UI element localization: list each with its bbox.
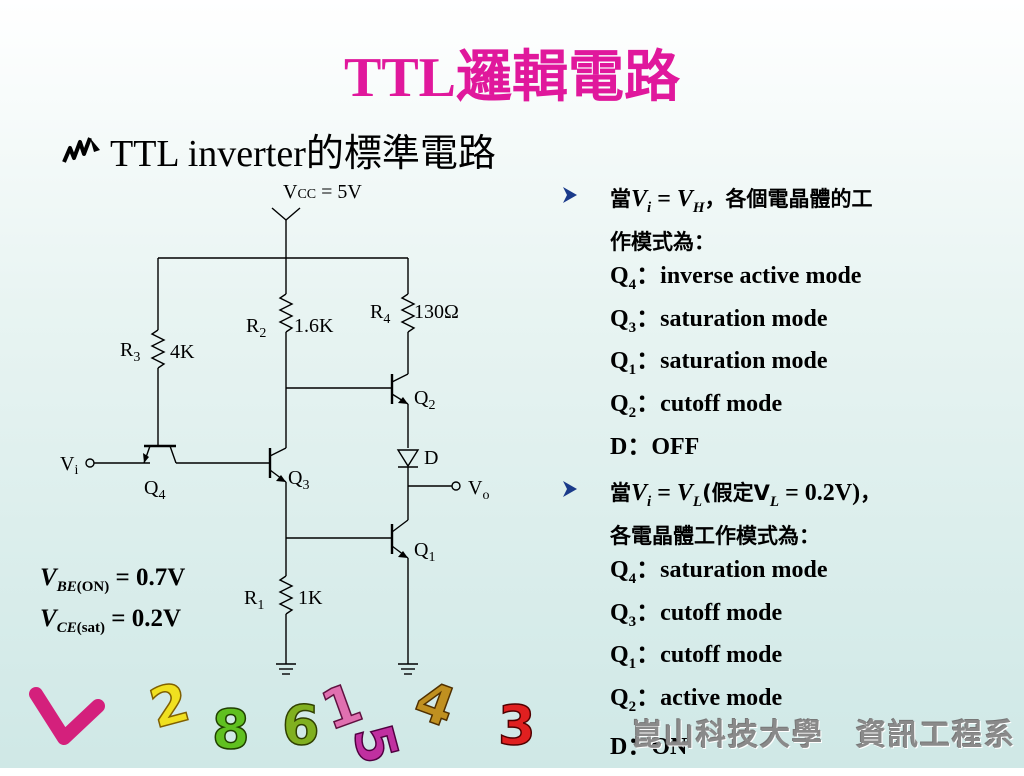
q4-collector xyxy=(169,445,177,464)
decor-digit: 4 xyxy=(407,668,464,740)
vcc-terminal-right xyxy=(285,207,301,221)
r3-label: R3 xyxy=(120,339,140,365)
mode-item: Q1：saturation mode xyxy=(610,348,828,379)
r2-label: R2 xyxy=(246,315,266,341)
q3-emitter-arrow xyxy=(276,475,286,482)
hand-pen-bullet-icon xyxy=(60,132,106,168)
decor-digit: 2 xyxy=(143,670,196,741)
case-high-input: 當Vi = VH，各個電晶體的工 作模式為： Q4：inverse active… xyxy=(562,182,1017,464)
r3-resistor xyxy=(150,329,166,369)
footer-institution: 崑山科技大學 資訊工程系 xyxy=(632,718,1016,753)
r3-value: 4K xyxy=(170,341,195,363)
vi-terminal xyxy=(85,458,95,468)
r4-resistor xyxy=(400,293,416,333)
case-low-condition: 當Vi = VL(假定VL = 0.2V)， xyxy=(610,479,882,510)
subtitle-text: TTL inverter的標準電路 xyxy=(110,133,496,175)
mode-item: D：ON xyxy=(610,733,688,760)
vo-label: Vo xyxy=(468,477,489,503)
mode-item: Q1：cutoff mode xyxy=(610,642,783,673)
diode-body xyxy=(396,449,420,468)
vo-terminal xyxy=(451,481,461,491)
case-high-condition: 當Vi = VH，各個電晶體的工 xyxy=(610,186,873,216)
q3-collector xyxy=(269,447,287,457)
case-low-input: 當Vi = VL(假定VL = 0.2V)， 各電晶體工作模式為： Q4：sat… xyxy=(562,476,1017,764)
vi-label: Vi xyxy=(60,453,78,478)
vbe-param: VBE(ON) = 0.7V xyxy=(40,564,186,595)
decor-digit: 6 xyxy=(282,694,320,757)
q1-label: Q1 xyxy=(414,539,435,565)
r1-value: 1K xyxy=(298,587,323,609)
mode-item: Q4：inverse active mode xyxy=(610,262,862,293)
vcc-terminal-left xyxy=(271,207,287,221)
page-title: TTL邏輯電路 xyxy=(343,47,681,109)
q4-emitter-arrow xyxy=(143,453,149,463)
decor-digit: 8 xyxy=(212,698,250,761)
r1-label: R1 xyxy=(244,587,264,613)
mode-item: D：OFF xyxy=(610,433,700,460)
r2-resistor xyxy=(278,293,294,333)
r4-value: 130Ω xyxy=(414,301,459,323)
mode-item: Q2：active mode xyxy=(610,685,783,715)
arrow-bullet-icon xyxy=(562,182,582,464)
r2-value: 1.6K xyxy=(294,315,334,337)
q2-collector xyxy=(391,373,409,383)
decor-digit: 3 xyxy=(498,694,536,757)
q1-emitter-arrow xyxy=(398,551,408,558)
checkmark-icon xyxy=(29,687,105,745)
q1-collector xyxy=(391,519,409,533)
device-parameters: VBE(ON) = 0.7V VCE(sat) = 0.2V xyxy=(40,562,185,644)
mode-item: Q4：saturation mode xyxy=(610,556,828,587)
r1-resistor xyxy=(278,575,294,615)
arrow-bullet-icon xyxy=(562,476,582,764)
ttl-inverter-circuit: VCC = 5V R2 1.6K R4 130Ω R3 4K Q2 D Vi Q… xyxy=(60,181,489,675)
operation-modes-panel: 當Vi = VH，各個電晶體的工 作模式為： Q4：inverse active… xyxy=(562,182,1017,776)
subtitle: TTL inverter的標準電路 xyxy=(60,122,496,177)
q2-emitter-arrow xyxy=(398,397,408,404)
decorative-digits: 2 8 6 1 5 4 3 xyxy=(29,667,536,768)
mode-item: Q2：cutoff mode xyxy=(610,391,783,421)
mode-item: Q3：cutoff mode xyxy=(610,599,783,630)
case-low-condition-cont: 各電晶體工作模式為： xyxy=(610,523,820,548)
r4-label: R4 xyxy=(370,301,390,327)
q4-label: Q4 xyxy=(144,477,165,503)
mode-item: Q3：saturation mode xyxy=(610,305,828,336)
diode-label: D xyxy=(424,447,438,469)
vcc-label: VCC = 5V xyxy=(283,181,362,203)
q2-label: Q2 xyxy=(414,387,435,413)
case-high-condition-cont: 作模式為： xyxy=(610,229,715,254)
q3-label: Q3 xyxy=(288,467,309,493)
vce-param: VCE(sat) = 0.2V xyxy=(40,605,182,636)
